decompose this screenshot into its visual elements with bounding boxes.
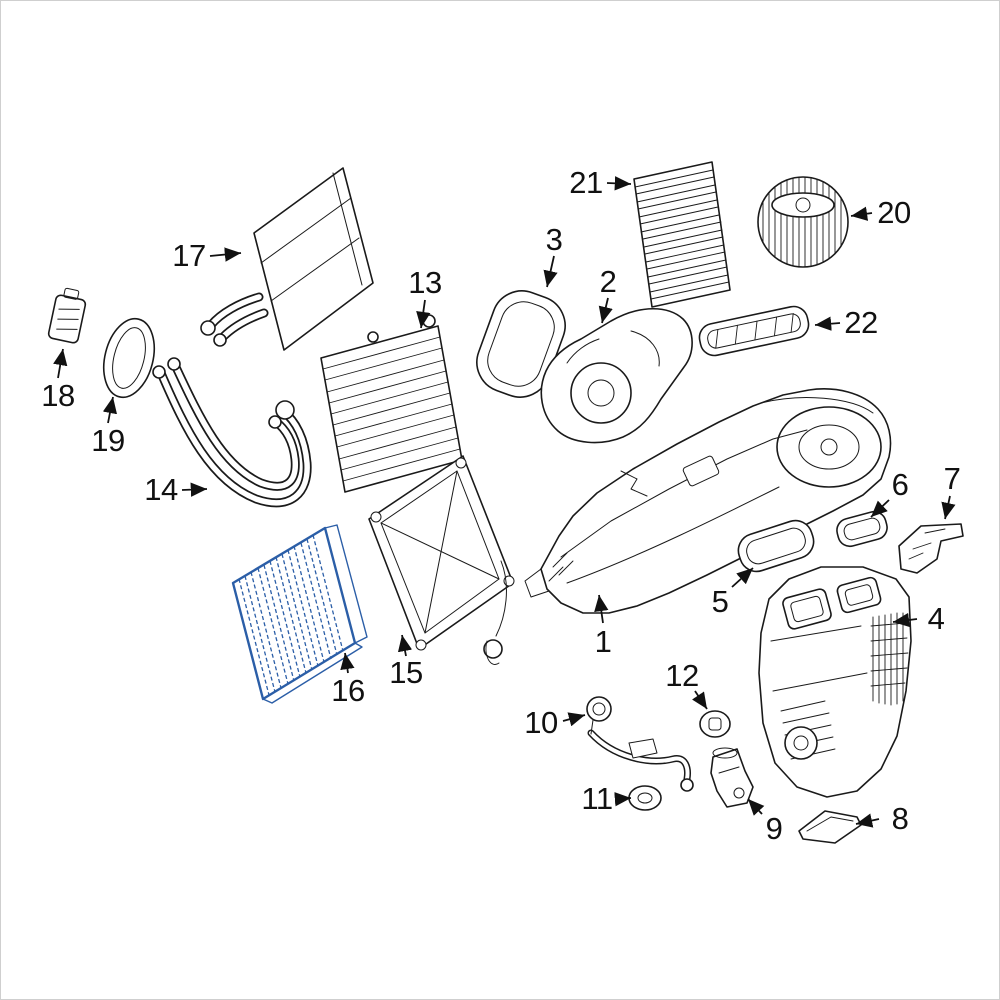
part-22-bracket bbox=[698, 305, 810, 357]
part-1-main-housing bbox=[524, 388, 892, 614]
part-20-blower-motor bbox=[757, 176, 849, 268]
callout-arrow-21 bbox=[606, 176, 632, 191]
part-label-13: 13 bbox=[408, 265, 442, 300]
part-label-18: 18 bbox=[41, 378, 75, 413]
part-label-8: 8 bbox=[891, 801, 909, 836]
callout-arrow-20 bbox=[850, 206, 873, 221]
callout-arrow-14 bbox=[181, 482, 208, 497]
part-label-7: 7 bbox=[943, 461, 961, 496]
part-label-16: 16 bbox=[331, 673, 365, 708]
part-13-heater-core bbox=[320, 314, 463, 493]
callout-arrow-2 bbox=[598, 297, 613, 324]
part-6-gasket bbox=[836, 510, 888, 548]
part-label-10: 10 bbox=[524, 705, 558, 740]
callout-arrow-6 bbox=[870, 499, 890, 518]
part-12-grommet bbox=[699, 710, 731, 738]
callout-arrows-layer bbox=[53, 176, 956, 828]
part-4-lower-housing bbox=[758, 566, 912, 798]
part-label-22: 22 bbox=[844, 305, 878, 340]
callout-arrow-16 bbox=[340, 652, 355, 674]
callout-arrow-8 bbox=[855, 813, 880, 828]
part-11-clip bbox=[628, 785, 662, 811]
callout-arrow-11 bbox=[614, 792, 632, 807]
part-5-seal bbox=[737, 519, 815, 573]
part-label-20: 20 bbox=[877, 195, 911, 230]
part-label-21: 21 bbox=[569, 165, 603, 200]
callout-arrow-22 bbox=[814, 316, 841, 331]
part-17-evaporator bbox=[200, 167, 374, 351]
part-19-seal-ring bbox=[102, 317, 156, 399]
part-label-12: 12 bbox=[665, 658, 699, 693]
part-label-19: 19 bbox=[91, 423, 125, 458]
callout-arrow-9 bbox=[747, 798, 765, 816]
part-label-14: 14 bbox=[144, 472, 178, 507]
callout-arrow-4 bbox=[892, 612, 918, 628]
part-label-4: 4 bbox=[927, 601, 945, 636]
callout-arrow-3 bbox=[543, 255, 558, 288]
callout-arrow-18 bbox=[53, 348, 68, 379]
part-10-drain-hose bbox=[586, 696, 694, 792]
part-15-mounting-frame bbox=[368, 455, 515, 665]
part-9-drain-valve bbox=[710, 747, 754, 808]
callout-arrow-1 bbox=[594, 594, 609, 624]
callout-arrow-15 bbox=[397, 634, 413, 657]
part-label-11: 11 bbox=[581, 781, 613, 816]
part-label-9: 9 bbox=[765, 811, 783, 846]
part-21-cabin-air-filter bbox=[633, 161, 731, 308]
part-label-6: 6 bbox=[891, 467, 909, 502]
callout-arrow-7 bbox=[941, 495, 956, 520]
part-14-refrigerant-pipes bbox=[152, 357, 312, 508]
part-16-evaporator-core-highlighted bbox=[231, 524, 368, 704]
part-label-5: 5 bbox=[711, 584, 729, 619]
callout-arrow-19 bbox=[102, 396, 118, 424]
callout-arrow-17 bbox=[209, 247, 242, 262]
part-label-1: 1 bbox=[594, 624, 612, 659]
callout-arrow-13 bbox=[416, 299, 431, 329]
part-2-inlet-duct bbox=[540, 307, 693, 444]
callout-arrow-10 bbox=[562, 712, 586, 727]
part-label-15: 15 bbox=[389, 655, 423, 690]
callout-arrow-5 bbox=[731, 567, 754, 588]
part-8-bracket bbox=[798, 810, 862, 844]
part-label-3: 3 bbox=[545, 222, 563, 257]
part-label-2: 2 bbox=[599, 264, 617, 299]
part-18-sensor bbox=[47, 287, 87, 344]
callout-arrow-12 bbox=[692, 690, 708, 710]
part-label-17: 17 bbox=[172, 238, 206, 273]
part-7-bracket bbox=[898, 523, 964, 574]
